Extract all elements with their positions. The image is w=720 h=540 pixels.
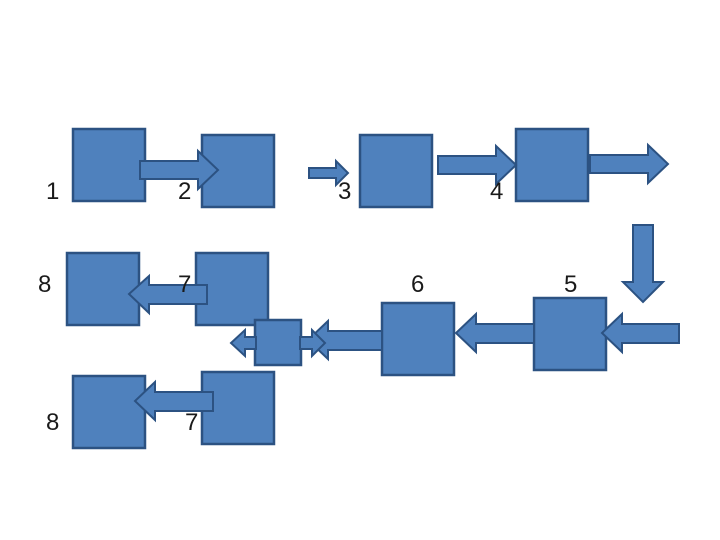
arrow-3-to-4 [437, 143, 518, 187]
box-3 [358, 133, 434, 209]
step-label-7-upper: 7 [178, 271, 191, 298]
box-8-lower [71, 374, 147, 450]
arrow-from-4 [589, 142, 670, 186]
box-4 [514, 127, 590, 203]
box-8-upper [65, 251, 141, 327]
step-label-4: 4 [490, 178, 503, 205]
step-label-1: 1 [46, 178, 59, 205]
box-6 [380, 301, 456, 377]
step-label-5: 5 [564, 271, 577, 298]
box-small [253, 318, 303, 367]
box-1 [71, 127, 147, 203]
arrow-5-to-6 [454, 311, 535, 355]
arrow-down-right [620, 224, 666, 304]
box-5 [532, 296, 608, 372]
step-label-3: 3 [338, 178, 351, 205]
arrow-7-to-8-upper [127, 273, 208, 316]
step-label-2: 2 [178, 178, 191, 205]
arrow-small-left [229, 327, 257, 359]
step-label-7-lower: 7 [185, 409, 198, 436]
step-label-8-lower: 8 [46, 409, 59, 436]
step-label-6: 6 [411, 271, 424, 298]
step-label-8-upper: 8 [38, 271, 51, 298]
arrow-1-to-2 [139, 148, 220, 192]
arrow-small-right [299, 327, 327, 359]
arrow-to-3 [308, 158, 350, 188]
arrow-7-to-8-lower [133, 379, 214, 423]
arrow-into-5 [600, 311, 680, 355]
